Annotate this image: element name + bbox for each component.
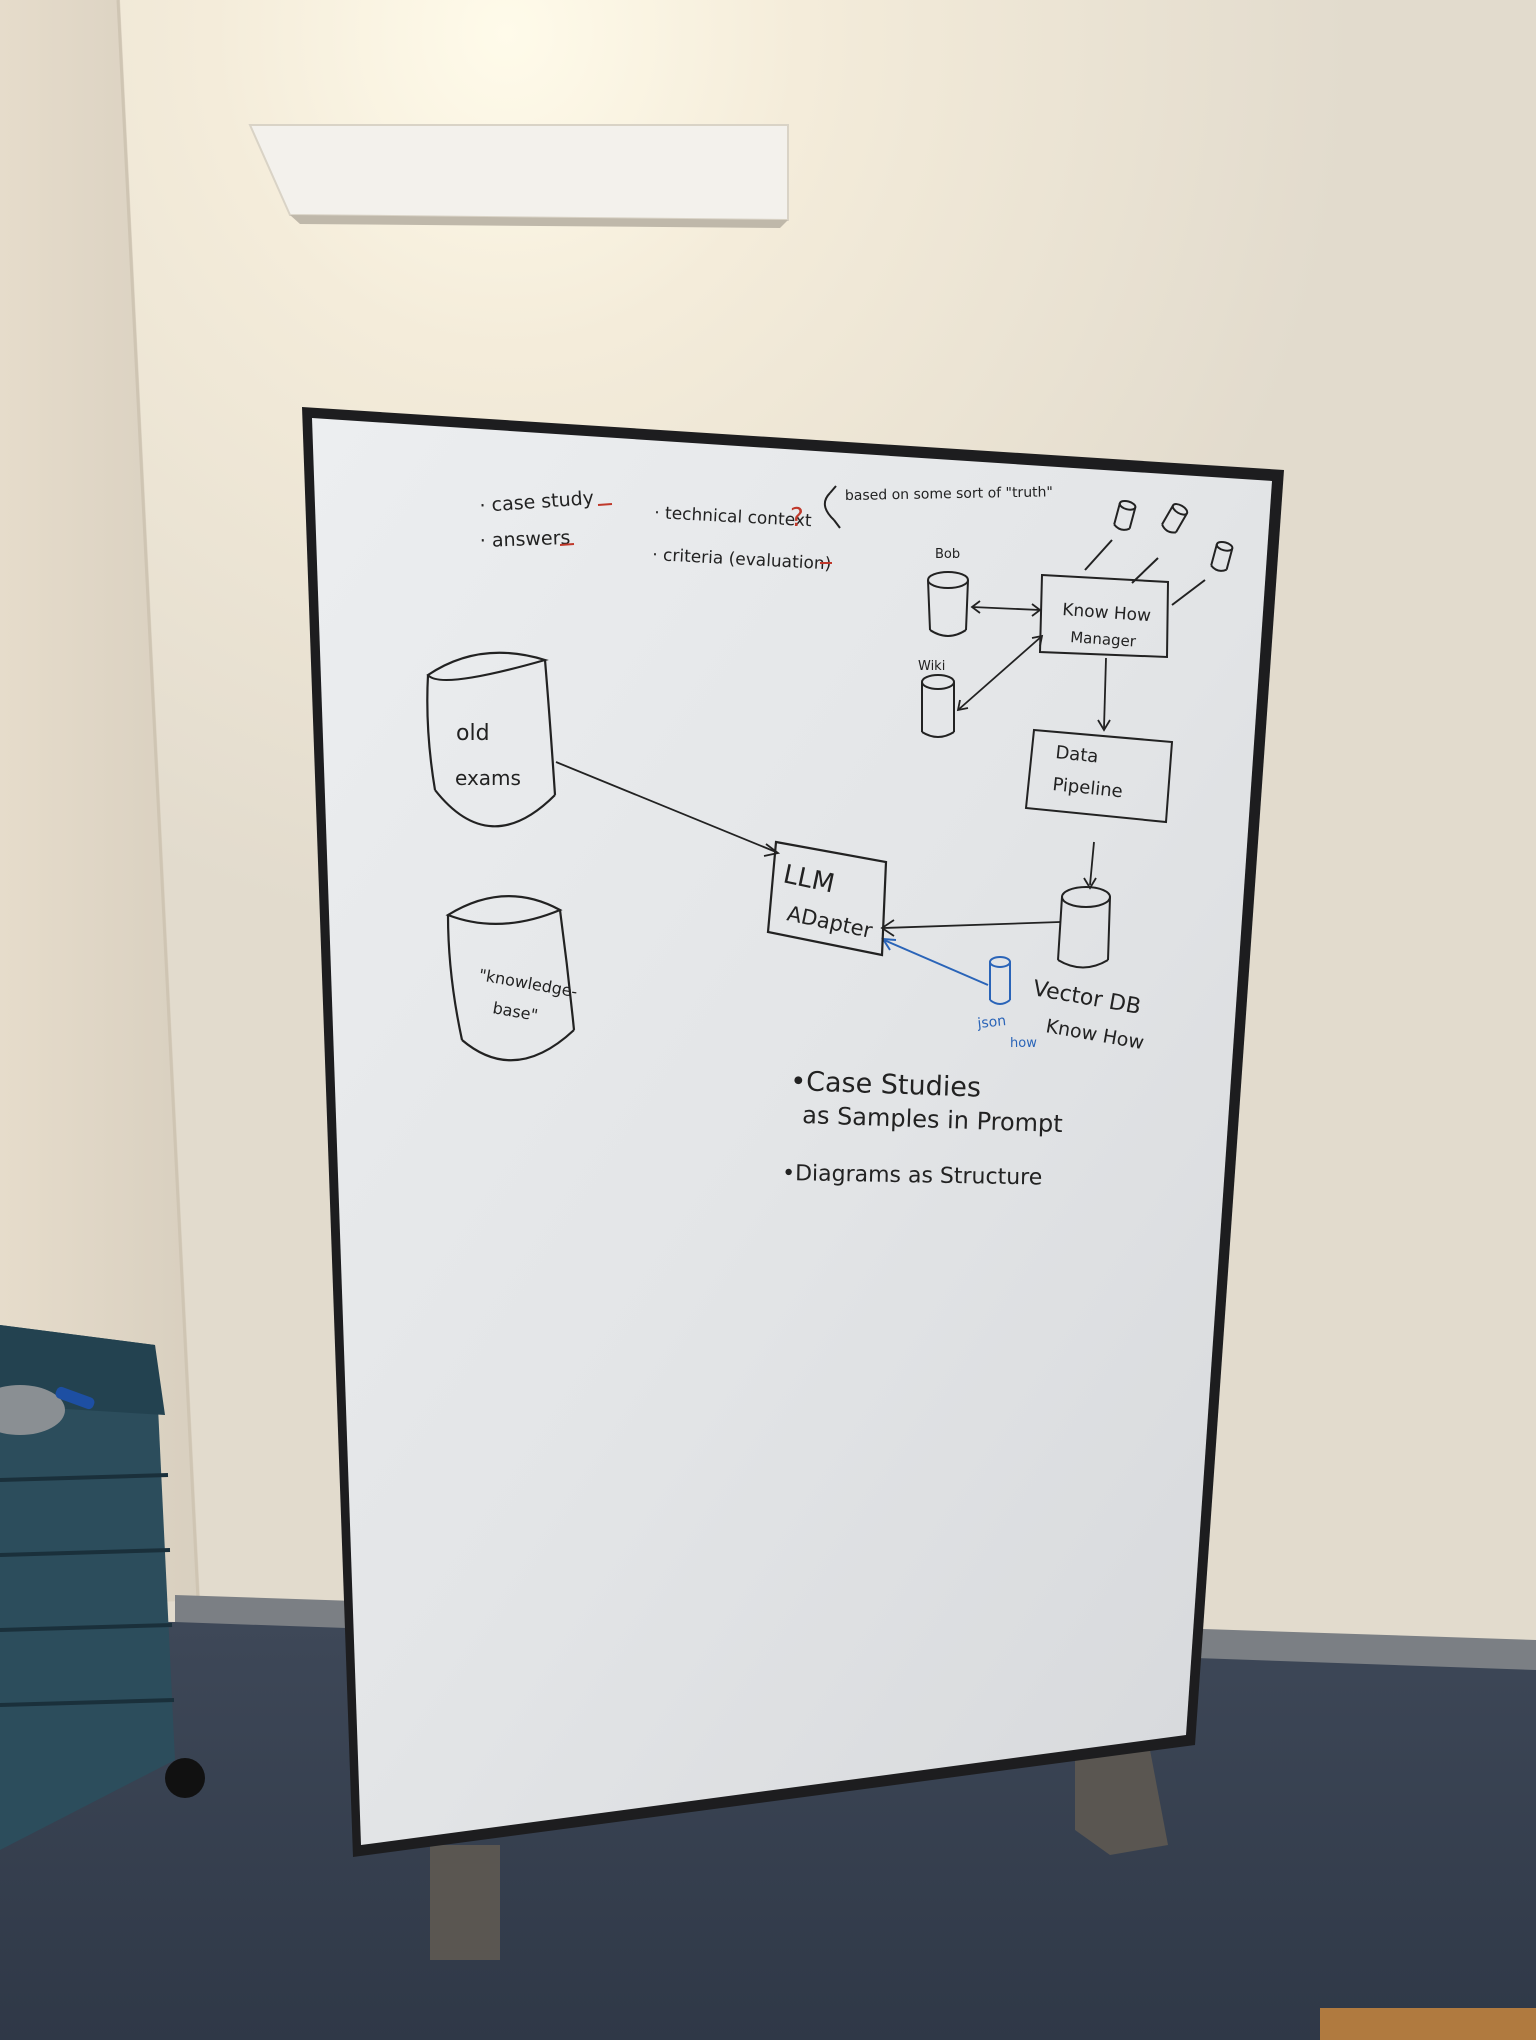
- data-pipeline-box: Data Pipeline: [1024, 728, 1174, 824]
- note-answers: · answers: [479, 527, 570, 552]
- blue-label-json: json: [976, 1013, 1007, 1032]
- brace-arrow: [823, 492, 835, 521]
- board-foot-left: [430, 1845, 500, 1960]
- data-pipeline-label-1: Data: [1054, 742, 1099, 767]
- know-how-manager-label-2: Manager: [1070, 628, 1138, 651]
- board-foot-right: [1075, 1750, 1168, 1855]
- wall-corner-edge: [116, 0, 200, 1601]
- small-cylinders-top: [1084, 499, 1234, 606]
- note-case-studies: •Case Studies: [790, 1066, 982, 1104]
- whiteboard-surface: [312, 418, 1272, 1845]
- label-bob: Bob: [935, 547, 960, 562]
- note-diagrams-as-structure: •Diagrams as Structure: [782, 1161, 1043, 1191]
- old-exams-cylinder: [426, 651, 557, 828]
- old-exams-label-2: exams: [455, 766, 521, 790]
- wiki-cylinder: [921, 674, 955, 738]
- note-based-on-truth: based on some sort of "truth": [845, 484, 1053, 504]
- connector-arrows: [555, 600, 1111, 937]
- bob-cylinder: [927, 571, 969, 637]
- knowledge-base-cylinder: [445, 895, 576, 1062]
- vector-db-cylinder: [1057, 886, 1111, 969]
- left-wall-corner: [0, 0, 200, 1610]
- bottom-notes: •Case Studies as Samples in Prompt •Diag…: [782, 1066, 1063, 1191]
- label-wiki: Wiki: [918, 659, 945, 674]
- wooden-object: [1320, 2008, 1536, 2040]
- note-question-mark: ?: [790, 503, 804, 533]
- blue-cylinder: [989, 956, 1011, 1005]
- old-exams-label-1: old: [456, 721, 490, 746]
- drawer-cabinet: [0, 1325, 205, 1850]
- wall-lamp: [248, 124, 789, 228]
- blue-label-how: how: [1010, 1036, 1037, 1051]
